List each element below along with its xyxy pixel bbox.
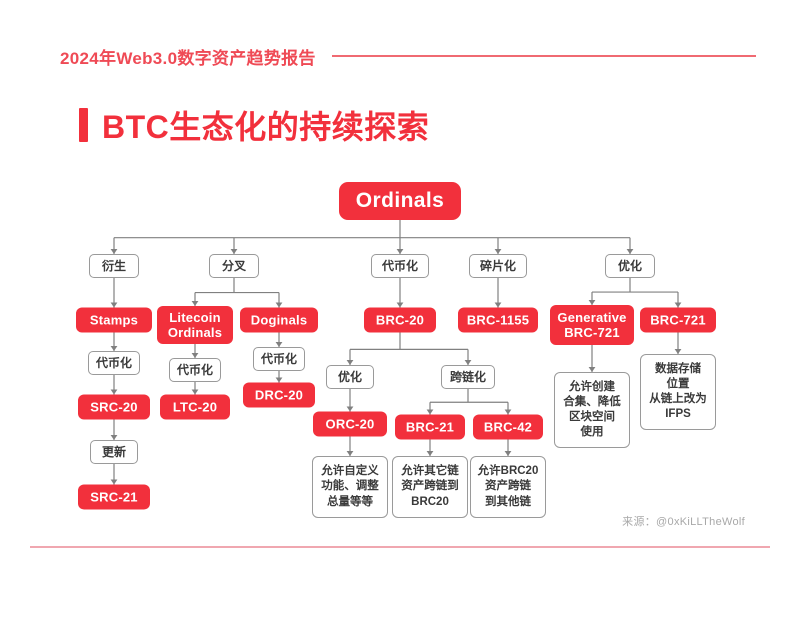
node-brc42: BRC-42 [473, 414, 543, 440]
node-gengxin: 更新 [90, 440, 138, 464]
node-desc-orc20: 允许自定义 功能、调整 总量等等 [312, 456, 388, 518]
node-suipianhua: 碎片化 [469, 254, 527, 278]
node-db-stamps: 代币化 [88, 351, 140, 375]
node-desc-brc42: 允许BRC20 资产跨链 到其他链 [470, 456, 546, 518]
node-ordinals: Ordinals [339, 182, 461, 220]
node-ltc20: LTC-20 [160, 394, 230, 420]
node-src20: SRC-20 [78, 394, 150, 420]
title-accent-bar [79, 108, 88, 142]
node-db-dog: 代币化 [253, 347, 305, 371]
node-desc-brc21: 允许其它链 资产跨链到 BRC20 [392, 456, 468, 518]
node-db-ltc: 代币化 [169, 358, 221, 382]
node-doginals: Doginals [240, 307, 318, 333]
node-fencha: 分叉 [209, 254, 259, 278]
node-kualianhua: 跨链化 [441, 365, 495, 389]
report-kicker-text: 2024年Web3.0数字资产趋势报告 [60, 48, 316, 68]
page-title: BTC生态化的持续探索 [102, 109, 430, 145]
node-desc-gen721: 允许创建 合集、降低 区块空间 使用 [554, 372, 630, 448]
node-brc721: BRC-721 [640, 307, 716, 333]
page-title-row: BTC生态化的持续探索 [79, 103, 429, 147]
source-credit: 来源：@0xKiLLTheWolf [622, 516, 745, 528]
report-kicker-row: 2024年Web3.0数字资产趋势报告 [60, 43, 760, 69]
node-orc20: ORC-20 [313, 411, 387, 437]
kicker-divider-rule [331, 55, 756, 57]
node-youhua-brc: 优化 [326, 365, 374, 389]
footer-divider-rule [30, 546, 770, 548]
node-youhua-top: 优化 [605, 254, 655, 278]
node-desc-brc721: 数据存储 位置 从链上改为 IFPS [640, 354, 716, 430]
node-drc20: DRC-20 [243, 382, 315, 408]
node-yansheng: 衍生 [89, 254, 139, 278]
node-daibihua: 代币化 [371, 254, 429, 278]
node-brc20: BRC-20 [364, 307, 436, 333]
node-brc21: BRC-21 [395, 414, 465, 440]
node-litecoin: Litecoin Ordinals [157, 306, 233, 344]
node-brc1155: BRC-1155 [458, 307, 538, 333]
node-src21: SRC-21 [78, 484, 150, 510]
node-stamps: Stamps [76, 307, 152, 333]
node-gen-brc721: Generative BRC-721 [550, 305, 634, 345]
